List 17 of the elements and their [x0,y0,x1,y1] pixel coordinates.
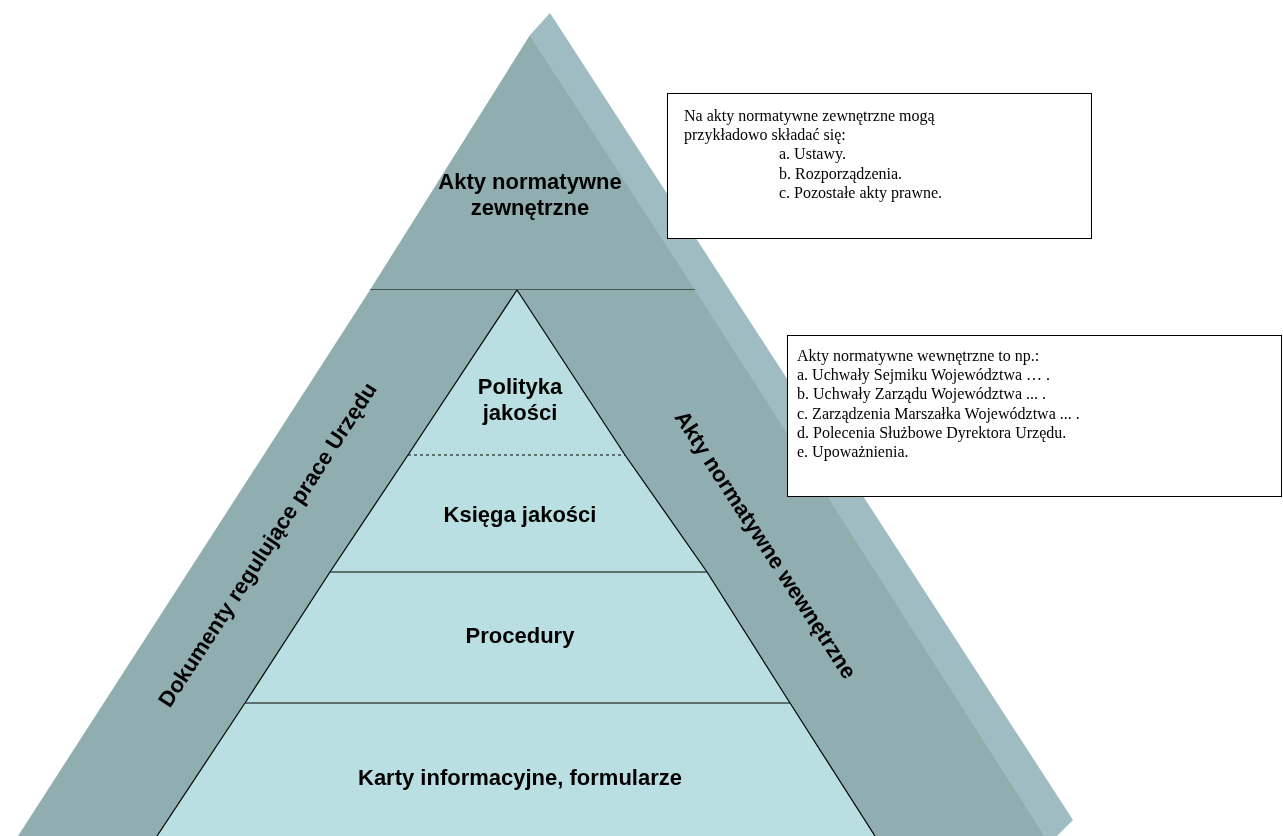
note-text: b. Uchwały Zarządu Województwa ... . [797,384,1047,404]
note-text: e. Upoważnienia. [797,441,910,462]
layer-title: Procedury [465,622,575,650]
note-box [787,335,1282,497]
layer-title: Karty informacyjne, formularze [358,764,682,792]
note-box [667,93,1092,239]
note-text: a. Ustawy. [779,144,847,164]
note-text: c. Zarządzenia Marszałka Województwa ... . [797,403,1081,423]
note-text: c. Pozostałe akty prawne. [779,183,944,202]
note-text: a. Uchwały Sejmiku Województwa … . [797,365,1052,385]
note-text: b. Rozporządzenia. [779,163,904,183]
note-text: Na akty normatywne zewnętrzne mogą przykładowo składać się: [684,106,936,145]
layer-title: Polityka jakości [476,373,564,427]
note-text: d. Polecenia Służbowe Dyrektora Urzędu. [797,423,1068,442]
layer-title: Księga jakości [443,501,597,529]
section-title: Akty normatywne zewnętrzne [437,168,623,222]
note-text: Akty normatywne wewnętrzne to np.: [797,346,1041,366]
